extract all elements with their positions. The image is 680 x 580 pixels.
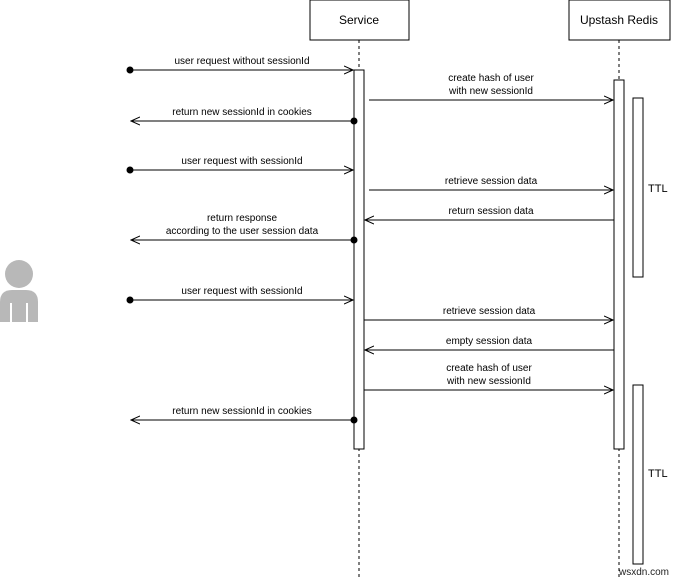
message-label: according to the user session data [166, 226, 319, 237]
service-participant: Service [309, 0, 410, 41]
service-activation-bar [353, 69, 365, 450]
ttl-bar-first [632, 97, 644, 278]
message-label: with new sessionId [446, 376, 531, 387]
user-actor-icon [0, 260, 38, 322]
message-label: return response [207, 213, 277, 224]
message-user-request-with-session-2: user request with sessionId [126, 286, 354, 304]
message-retrieve-session-1: retrieve session data [369, 176, 613, 190]
message-label: user request with sessionId [181, 156, 302, 167]
message-label: retrieve session data [445, 176, 538, 187]
message-label: create hash of user [446, 363, 532, 374]
message-retrieve-session-2: retrieve session data [364, 306, 613, 320]
redis-participant-label: Upstash Redis [580, 13, 658, 27]
message-user-request-with-session-1: user request with sessionId [126, 156, 354, 174]
message-return-response: return response according to the user se… [131, 213, 358, 244]
message-label: with new sessionId [448, 86, 533, 97]
ttl-bar-second [632, 384, 644, 565]
message-label: return session data [448, 206, 533, 217]
message-label: retrieve session data [443, 306, 536, 317]
message-label: return new sessionId in cookies [172, 406, 312, 417]
message-return-new-session-1: return new sessionId in cookies [131, 107, 358, 125]
message-label: user request with sessionId [181, 286, 302, 297]
ttl-label-first: TTL [648, 183, 668, 195]
message-user-request-without-session: user request without sessionId [126, 56, 354, 74]
redis-participant: Upstash Redis [568, 0, 671, 41]
message-label: return new sessionId in cookies [172, 107, 312, 118]
message-create-hash-2: create hash of user with new sessionId [364, 363, 613, 390]
message-label: create hash of user [448, 73, 534, 84]
message-label: user request without sessionId [174, 56, 309, 67]
watermark: wsxdn.com [618, 567, 669, 578]
message-create-hash-1: create hash of user with new sessionId [369, 73, 613, 100]
ttl-label-second: TTL [648, 468, 668, 480]
service-participant-label: Service [339, 13, 379, 27]
redis-activation-bar [613, 79, 625, 450]
message-return-new-session-2: return new sessionId in cookies [131, 406, 358, 424]
message-return-session-data: return session data [365, 206, 614, 220]
message-label: empty session data [446, 336, 533, 347]
message-empty-session-data: empty session data [365, 336, 614, 350]
